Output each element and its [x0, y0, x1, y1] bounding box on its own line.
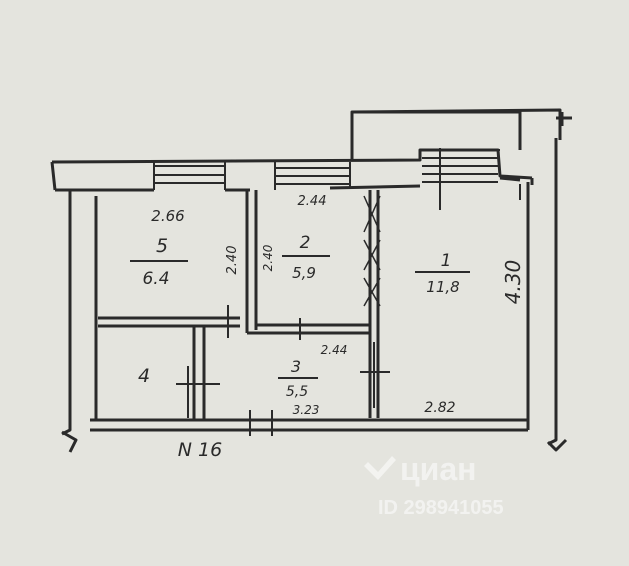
room-4-number: 4	[138, 365, 150, 387]
dim-room5-top: 2.66	[151, 207, 184, 225]
dim-room3-top: 2.44	[321, 343, 348, 357]
dim-room3-bottom: 3.23	[293, 403, 320, 417]
room-2-area: 5,9	[292, 264, 316, 282]
window-room5	[153, 162, 226, 190]
apartment-number: N 16	[178, 439, 222, 461]
right-wall	[526, 112, 572, 446]
door-room1	[360, 342, 390, 408]
watermark: циан ID 298941055	[364, 451, 504, 519]
watermark-logo-icon	[364, 456, 396, 480]
room-5-number: 5	[156, 235, 168, 257]
watermark-brand: циан	[400, 451, 476, 487]
dim-room5-right: 2.40	[225, 246, 240, 275]
bottom-wall-left-end	[61, 430, 78, 453]
room-labels: 1 11,8 2 5,9 3 5,5 4 5 6.4	[130, 233, 470, 400]
room-1-area: 11,8	[426, 278, 459, 296]
room-1-number: 1	[441, 251, 452, 271]
walls	[50, 108, 572, 453]
dim-room1-right: 4.30	[501, 260, 525, 305]
room-2-number: 2	[300, 233, 311, 253]
door-bottom	[249, 410, 273, 436]
window-room1	[422, 157, 498, 183]
top-wall-ends	[50, 161, 534, 191]
watermark-id: ID 298941055	[378, 497, 504, 519]
door-room4	[176, 366, 220, 418]
bracing-room2	[363, 195, 381, 307]
partition-5-2	[245, 190, 258, 333]
partition-4-3	[192, 326, 206, 420]
dim-room2-top: 2.44	[298, 194, 327, 209]
dimension-labels: 2.66 2.40 2.44 2.40 2.44 3.23 2.82 4.30	[151, 194, 525, 417]
balcony-block	[350, 108, 562, 160]
bottom-wall	[90, 418, 528, 432]
room-3-number: 3	[291, 357, 301, 376]
room-5-area: 6.4	[142, 269, 169, 289]
window-room2	[274, 162, 351, 190]
dim-room2-left: 2.40	[261, 244, 275, 271]
dim-room1-bottom: 2.82	[424, 400, 455, 416]
room-3-area: 5,5	[286, 384, 308, 400]
partition-2-3	[247, 323, 370, 335]
bottom-wall-right-end	[546, 438, 568, 452]
partition-5-4	[98, 316, 240, 328]
top-wall-inner	[55, 176, 521, 192]
